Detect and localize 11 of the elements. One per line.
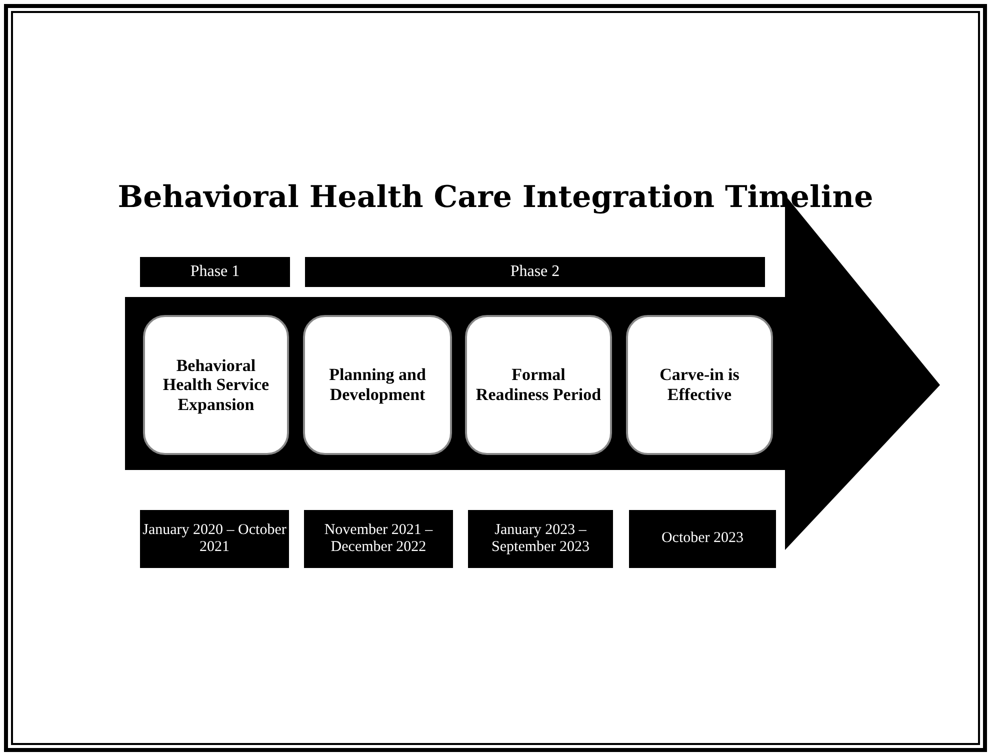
title: Behavioral Health Care Integration Timeline	[116, 180, 874, 215]
date-label: January 2020 – October 2021	[140, 510, 289, 568]
date-label: January 2023 – September 2023	[468, 510, 613, 568]
phase-label: Phase 1	[140, 257, 290, 287]
date-label: November 2021 – December 2022	[304, 510, 453, 568]
date-label: October 2023	[629, 510, 776, 568]
stage-box: Planning and Development	[303, 315, 452, 455]
stage-box: Behavioral Health Service Expansion	[143, 315, 289, 455]
stage-box: Carve-in is Effective	[626, 315, 773, 455]
stage-box: Formal Readiness Period	[465, 315, 612, 455]
phase-label: Phase 2	[305, 257, 765, 287]
